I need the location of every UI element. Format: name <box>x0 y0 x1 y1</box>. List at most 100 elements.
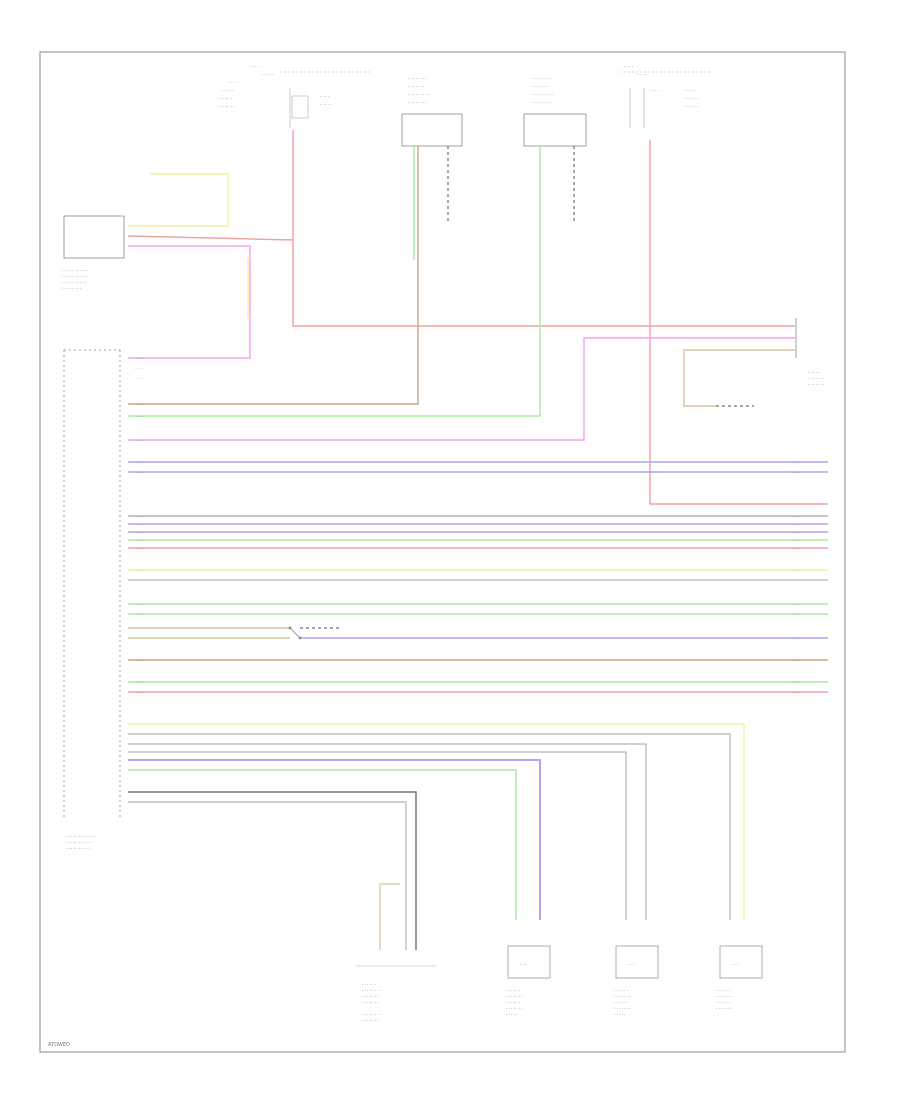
camera-2: · · · · · · · · · · · · · · · · · · · · … <box>614 945 659 1017</box>
svg-text:· · · · · · · · · · ·: · · · · · · · · · · · <box>66 840 93 845</box>
svg-text:· · · · ·: · · · · · <box>790 691 800 695</box>
svg-text:· · · · ·: · · · · · <box>636 72 647 77</box>
svg-text:· · · · ·: · · · · · <box>790 569 800 573</box>
svg-text:· · · ·: · · · · <box>250 64 259 69</box>
wire-red-left <box>127 235 294 241</box>
svg-text:· · · · · ·: · · · · · · <box>684 104 698 109</box>
svg-text:· · · · ·: · · · · · <box>134 659 144 663</box>
svg-text:· · · · ·: · · · · · <box>134 691 144 695</box>
svg-text:· · · · ·: · · · · · <box>134 461 144 465</box>
svg-text:· · · · ·: · · · · · <box>790 461 800 465</box>
svg-text:· · · · · · ·: · · · · · · · <box>362 1018 379 1023</box>
svg-text:· · · · · · · ·: · · · · · · · · <box>408 76 427 81</box>
module-left-caption: · · · · · · · · · · · · · · · · · · · · … <box>62 268 89 291</box>
svg-text:· · · · · · · · ·: · · · · · · · · · <box>408 92 430 97</box>
svg-text:· · · · ·: · · · · · <box>134 471 144 475</box>
svg-text:· · · · · ·: · · · · · · <box>716 1000 730 1005</box>
svg-text:· · · · · · · ·: · · · · · · · · <box>62 286 81 291</box>
svg-text:· · · · · · · ·: · · · · · · · · <box>408 100 427 105</box>
svg-text:· · · ·: · · · · <box>228 80 237 85</box>
svg-text:· · · · ·: · · · · · <box>134 681 144 685</box>
svg-text:· · · · ·: · · · · · <box>790 471 800 475</box>
svg-text:· · · · ·: · · · · · <box>790 659 800 663</box>
svg-text:· · · · · · ·: · · · · · · · <box>808 382 825 387</box>
switch-module-bottom: · · · · · · · · · · · · · · · · · · · · … <box>356 965 436 1023</box>
lower-wires <box>128 723 745 950</box>
svg-text:· · · ·: · · · · <box>624 64 633 69</box>
svg-text:· · · · · · · ·: · · · · · · · · <box>362 1012 381 1017</box>
svg-text:· · · · · · · · ·: · · · · · · · · · <box>532 92 554 97</box>
svg-text:· · · · ·: · · · · · <box>790 613 800 617</box>
wire-brown-sensor1 <box>128 146 419 405</box>
svg-text:· · · · · · ·: · · · · · · · <box>716 1006 733 1011</box>
svg-text:· · · · ·: · · · · · <box>134 403 144 407</box>
svg-text:· · · · · · ·: · · · · · · · <box>506 994 523 999</box>
svg-text:· · · · ·: · · · · · <box>134 357 144 361</box>
svg-text:· · · · ·: · · · · · <box>790 681 800 685</box>
svg-text:· · · · · ·: · · · · · · <box>716 988 730 993</box>
svg-text:· · · · · · ·: · · · · · · · <box>614 1006 631 1011</box>
svg-text:· · · · · · ·: · · · · · · · <box>362 1000 379 1005</box>
svg-text:· · · · ·: · · · · · <box>134 603 144 607</box>
svg-text:· · · · · ·: · · · · · · <box>684 96 698 101</box>
wire-pink-right <box>128 337 795 441</box>
svg-text:· · · · · ·: · · · · · · <box>218 96 232 101</box>
svg-text:· · ·: · · · <box>732 962 738 967</box>
svg-text:· · · · ·: · · · · · <box>808 370 819 375</box>
svg-text:· · · · · · · · · ·: · · · · · · · · · · <box>62 280 86 285</box>
svg-text:· · · · ·: · · · · · <box>134 415 144 419</box>
svg-text:· · · · · · · ·: · · · · · · · · <box>362 988 381 993</box>
svg-text:· · · · ·: · · · · · <box>222 88 233 93</box>
svg-text:· · ·: · · · <box>520 962 526 967</box>
svg-text:· · · · ·: · · · · · <box>790 637 800 641</box>
svg-text:· · · · ·: · · · · · <box>262 72 273 77</box>
switch-1 <box>288 626 302 640</box>
svg-text:· · · · ·: · · · · · <box>134 367 144 371</box>
svg-text:· · · · · ·: · · · · · · <box>614 988 628 993</box>
svg-text:· · · · ·: · · · · · <box>790 531 800 535</box>
svg-text:· · · · · · ·: · · · · · · · <box>506 1006 523 1011</box>
svg-text:· · · · ·: · · · · · <box>790 539 800 543</box>
svg-text:· · · · ·: · · · · · <box>790 603 800 607</box>
svg-text:· · · · · ·: · · · · · · <box>362 982 376 987</box>
svg-text:· · · ·: · · · · <box>650 88 659 93</box>
svg-text:· · · · ·: · · · · · <box>134 613 144 617</box>
bus-wires <box>128 461 828 693</box>
footer-code: ATDWEO <box>48 1042 70 1048</box>
module-main: · · · · · · · · · · · · · · · · · · · · … <box>63 349 121 851</box>
svg-text:· · · · · ·: · · · · · · <box>506 988 520 993</box>
wire-yellow-ground <box>128 173 229 227</box>
svg-text:· · · · ·: · · · · · <box>134 377 144 381</box>
svg-text:· · · · ·: · · · · · <box>790 523 800 527</box>
svg-text:· · · · · · · · · · ·: · · · · · · · · · · · <box>62 274 89 279</box>
svg-text:· · · · · · ·: · · · · · · · <box>808 376 825 381</box>
svg-text:· · · · · ·: · · · · · · <box>506 1000 520 1005</box>
svg-text:· · · · · · ·: · · · · · · · <box>408 84 425 89</box>
sensor-2: · · · · · · · · · · · · · · · · · · · · … <box>523 76 587 147</box>
svg-text:· · · · ·: · · · · · <box>134 439 144 443</box>
svg-text:· · · · ·: · · · · · <box>134 515 144 519</box>
svg-text:· · ·: · · · <box>628 962 634 967</box>
svg-text:· · · · · · · ·: · · · · · · · · <box>532 100 551 105</box>
svg-text:· · · · ·: · · · · · <box>134 547 144 551</box>
wire-green-sensor2 <box>128 146 541 417</box>
svg-text:· · · · · · ·: · · · · · · · <box>716 994 733 999</box>
wire-red-fuse1 <box>292 130 795 327</box>
svg-text:· · · · · · · ·: · · · · · · · · <box>532 76 551 81</box>
svg-text:· · · · ·: · · · · · <box>134 531 144 535</box>
svg-text:· · · ·: · · · · <box>320 94 329 99</box>
svg-text:· · · · ·: · · · · · <box>320 102 331 107</box>
fuse-2: · · · · · · · · · · · · · · · · · · · · … <box>620 64 710 128</box>
wire-red-fuse2 <box>649 140 828 505</box>
svg-text:· · · · · · ·: · · · · · · · <box>362 994 379 999</box>
svg-text:· · · · ·: · · · · · <box>790 547 800 551</box>
svg-text:· · · · ·: · · · · · <box>614 1012 625 1017</box>
wire-pink-left <box>128 245 251 359</box>
svg-text:· · · · ·: · · · · · <box>134 539 144 543</box>
connector-right: · · · · · · · · · · · · · · · · · · · <box>683 318 825 407</box>
camera-3: · · · · · · · · · · · · · · · · · · · · … <box>716 945 763 1011</box>
sensor-1: · · · · · · · · · · · · · · · · · · · · … <box>401 76 463 147</box>
svg-text:· · · · · ·: · · · · · · <box>614 1000 628 1005</box>
svg-text:· · · · · · ·: · · · · · · · <box>218 104 235 109</box>
